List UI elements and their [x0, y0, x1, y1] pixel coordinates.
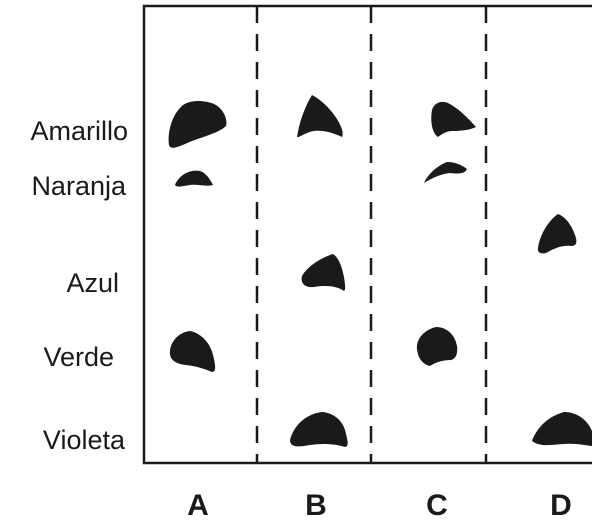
- frame: [142, 4, 592, 465]
- row-label-azul: Azul: [66, 268, 119, 298]
- column-label-b: B: [305, 489, 327, 522]
- row-label-amarillo: Amarillo: [30, 116, 128, 146]
- spot-d-violeta: [532, 412, 592, 446]
- spot-a-amarillo: [168, 101, 227, 148]
- spot-c-naranja: [424, 162, 467, 183]
- spot-b-azul: [301, 254, 346, 291]
- spot-b-violeta: [290, 412, 348, 447]
- row-label-verde: Verde: [43, 342, 114, 372]
- spot-a-naranja: [175, 170, 213, 187]
- column-label-c: C: [426, 489, 448, 522]
- spot-c-amarillo: [431, 101, 476, 137]
- column-label-a: A: [187, 489, 209, 522]
- spot-a-verde: [169, 331, 216, 372]
- column-label-d: D: [550, 489, 572, 522]
- row-label-naranja: Naranja: [31, 171, 127, 201]
- spot-b-amarillo: [297, 95, 343, 138]
- row-label-violeta: Violeta: [43, 425, 126, 455]
- spot-c-verde: [416, 327, 458, 366]
- spot-d-azul: [537, 214, 577, 254]
